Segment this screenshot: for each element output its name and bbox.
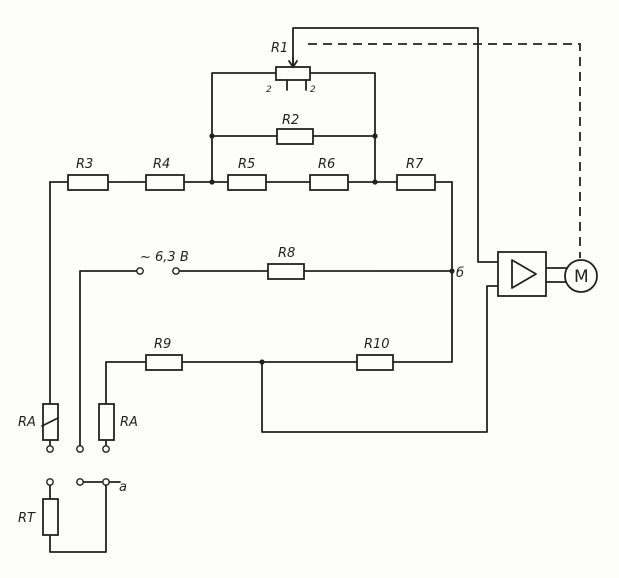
wiring <box>49 27 567 553</box>
label-node-a: a <box>119 480 127 495</box>
label-r3: R3 <box>76 157 93 172</box>
resistor-ra-left <box>41 403 59 441</box>
label-ra-right: RA <box>120 415 138 430</box>
label-r1: R1 <box>271 41 288 56</box>
mechanical-link <box>308 43 581 258</box>
label-r8: R8 <box>278 246 295 261</box>
label-r7: R7 <box>406 157 424 172</box>
label-node-b: б <box>456 266 464 281</box>
resistor-ra-right <box>98 403 115 441</box>
label-rt: RT <box>18 511 36 526</box>
motor <box>564 259 598 293</box>
resistor-r10 <box>356 354 394 371</box>
label-r5: R5 <box>238 157 255 172</box>
label-r1-tap-right: 2 <box>310 85 316 95</box>
label-motor: M <box>574 267 589 287</box>
label-ra-left: RA <box>18 415 36 430</box>
label-r4: R4 <box>153 157 170 172</box>
label-r2: R2 <box>282 113 299 128</box>
resistor-r4 <box>145 174 185 191</box>
label-r6: R6 <box>318 157 335 172</box>
resistor-r8 <box>267 263 305 280</box>
resistor-r6 <box>309 174 349 191</box>
resistor-r2 <box>276 128 314 145</box>
label-r1-tap-left: 2 <box>266 85 272 95</box>
resistor-r7 <box>396 174 436 191</box>
terminals <box>46 267 180 486</box>
resistor-r1 <box>275 57 311 91</box>
label-r9: R9 <box>154 337 171 352</box>
resistor-r3 <box>67 174 109 191</box>
resistor-r9 <box>145 354 183 371</box>
label-r10: R10 <box>364 337 390 352</box>
amplifier <box>497 251 547 297</box>
resistor-r5 <box>227 174 267 191</box>
resistor-rt <box>42 498 59 536</box>
label-supply: ~ 6,3 B <box>140 250 189 265</box>
